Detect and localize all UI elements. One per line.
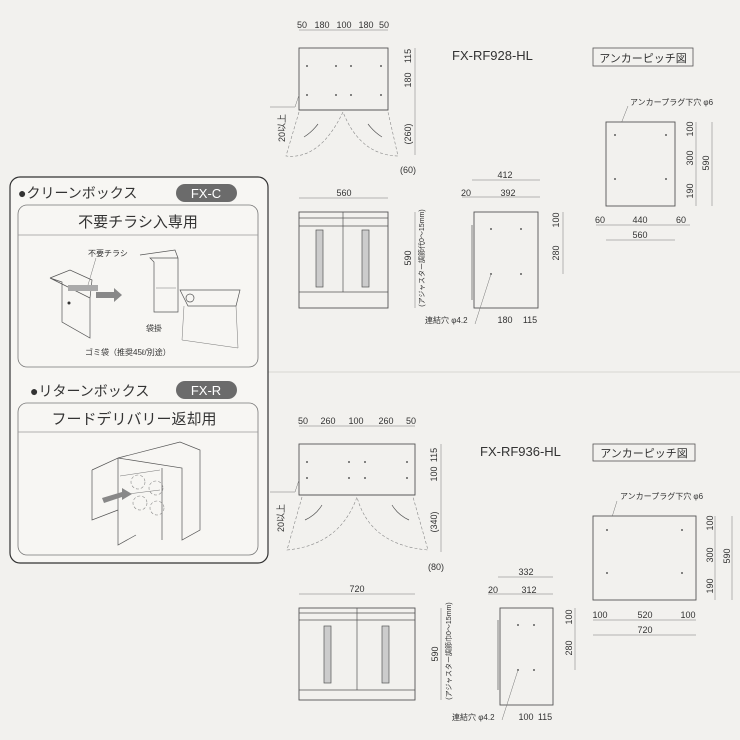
dimension-label: (340): [429, 511, 439, 532]
dimension-label: 115: [429, 448, 439, 462]
dimension-label: 300: [705, 547, 715, 562]
door-handle: [323, 625, 332, 684]
trash-bag-label: ゴミ袋（推奨45ℓ/別途）: [85, 347, 171, 357]
return-box-heading: ●リターンボックス: [30, 383, 149, 399]
dimension-label: (260): [403, 123, 413, 144]
plan-view: 50 180 100 180 50 115 180 (260) 20以上 (60…: [270, 20, 416, 175]
dimension-label: 180: [358, 20, 373, 30]
dimension-label: 60: [595, 215, 605, 225]
dimension-label: 100: [705, 515, 715, 530]
clean-box-card: [17, 204, 259, 368]
dimension-label: 260: [320, 416, 335, 426]
dimension-label: 180: [314, 20, 329, 30]
clean-box-illustration: [49, 249, 241, 349]
dimension-label: 115: [403, 49, 413, 63]
insert-arrow-icon: [102, 488, 132, 503]
dimension-label: 590: [701, 155, 711, 170]
dimension-label: 100: [680, 610, 695, 620]
dimension-label: 連結穴 φ4.2: [452, 712, 495, 722]
dimension-label: 100: [551, 212, 561, 227]
dimension-label: 520: [637, 610, 652, 620]
clean-box-heading: ●クリーンボックス: [18, 185, 137, 201]
dimension-label: 260: [378, 416, 393, 426]
bag-hook-icon: [185, 293, 195, 303]
dimension-label: アンカーピッチ図: [600, 447, 688, 460]
front-view: 720 590 (アジャスター調節巾0〜15mm): [298, 584, 453, 701]
return-box-purpose: フードデリバリー返却用: [51, 410, 216, 428]
side-view: 412 20 392 100 280 連結穴 φ4.2 180 115: [425, 170, 564, 325]
dimension-label: 100: [564, 609, 574, 624]
bag-hook-label: 袋掛: [146, 323, 162, 333]
return-box-badge: FX-R: [176, 381, 237, 399]
clean-box-purpose: 不要チラシ入専用: [78, 214, 198, 231]
dimension-label: 180: [403, 72, 413, 87]
dimension-label: 312: [521, 585, 536, 595]
dimension-label: 560: [336, 188, 351, 198]
dimension-label: 190: [685, 183, 695, 198]
dimension-label: (60): [400, 165, 416, 175]
dimension-label: 20以上: [277, 114, 287, 142]
dimension-label: 590: [403, 250, 413, 265]
door-handle: [381, 625, 390, 684]
model-fx-rf936-hl: FX-RF936-HL 50 260 100 260 50 115 100 (3…: [270, 416, 733, 722]
anchor-pitch-diagram: アンカーピッチ図 アンカープラグ下穴 φ6 100 300 190 590 10…: [592, 443, 733, 636]
dimension-label: アンカーピッチ図: [599, 52, 687, 65]
dimension-label: 50: [297, 20, 307, 30]
dimension-label: 100: [685, 121, 695, 136]
dimension-label: 50: [406, 416, 416, 426]
dimension-label: 280: [551, 245, 561, 260]
dimension-label: 590: [722, 548, 732, 563]
door-handle: [361, 229, 370, 288]
dimension-label: 50: [298, 416, 308, 426]
dimension-label: 280: [564, 640, 574, 655]
dimension-label: 100: [429, 466, 439, 481]
anchor-pitch-diagram: アンカーピッチ図 アンカープラグ下穴 φ6 100 300 190 590 60…: [592, 47, 714, 241]
dimension-label: 190: [705, 578, 715, 593]
dimension-label: 560: [632, 230, 647, 240]
dimension-label: アンカープラグ下穴 φ6: [620, 491, 704, 501]
dimension-label: 440: [632, 215, 647, 225]
dimension-label: 115: [538, 712, 552, 722]
dimension-label: 180: [497, 315, 512, 325]
dimension-label: 連結穴 φ4.2: [425, 315, 468, 325]
dimension-label: (80): [428, 562, 444, 572]
model-fx-rf928-hl: FX-RF928-HL 50 180 100 180 50 115 180 (2…: [270, 20, 714, 325]
dimension-label: 100: [518, 712, 533, 722]
dimension-label: 50: [379, 20, 389, 30]
dimension-label: 300: [685, 150, 695, 165]
dimension-label: 720: [349, 584, 364, 594]
dimension-label: 720: [637, 625, 652, 635]
dimension-label: (アジャスター調節代0〜15mm): [417, 209, 426, 306]
front-view: 560 590 (アジャスター調節代0〜15mm): [298, 188, 426, 309]
dimension-label: 100: [592, 610, 607, 620]
return-box-card: [17, 402, 259, 556]
dimension-label: アンカープラグ下穴 φ6: [630, 97, 714, 107]
side-view: 332 20 312 100 280 連結穴 φ4.2 100 115: [452, 567, 576, 722]
dimension-label: 60: [676, 215, 686, 225]
dimension-label: 20: [461, 188, 471, 198]
options-panel: ●クリーンボックス FX-C 不要チラシ入専用 不要チラシ 袋掛 ゴミ袋（推奨4…: [9, 176, 269, 564]
dimension-label: 20: [488, 585, 498, 595]
model-title: FX-RF928-HL: [452, 48, 533, 63]
dimension-label: 412: [497, 170, 512, 180]
dimension-label: FX-C: [191, 186, 221, 201]
dimension-label: 100: [348, 416, 363, 426]
return-box-illustration: [91, 441, 201, 546]
insert-arrow-icon: [96, 288, 122, 302]
dimension-label: 20以上: [276, 504, 286, 532]
dimension-label: FX-R: [191, 383, 221, 398]
flyer-label: 不要チラシ: [88, 249, 128, 258]
clean-box-badge: FX-C: [176, 184, 237, 202]
plan-view: 50 260 100 260 50 115 100 (340) 20以上 (80…: [270, 416, 444, 572]
dimension-label: 392: [500, 188, 515, 198]
dimension-label: 590: [430, 646, 440, 661]
dimension-label: 100: [336, 20, 351, 30]
dimension-label: 115: [523, 315, 537, 325]
dimension-label: 332: [518, 567, 533, 577]
dimension-label: (アジャスター調節巾0〜15mm): [444, 602, 453, 699]
model-title: FX-RF936-HL: [480, 444, 561, 459]
door-handle: [315, 229, 324, 288]
